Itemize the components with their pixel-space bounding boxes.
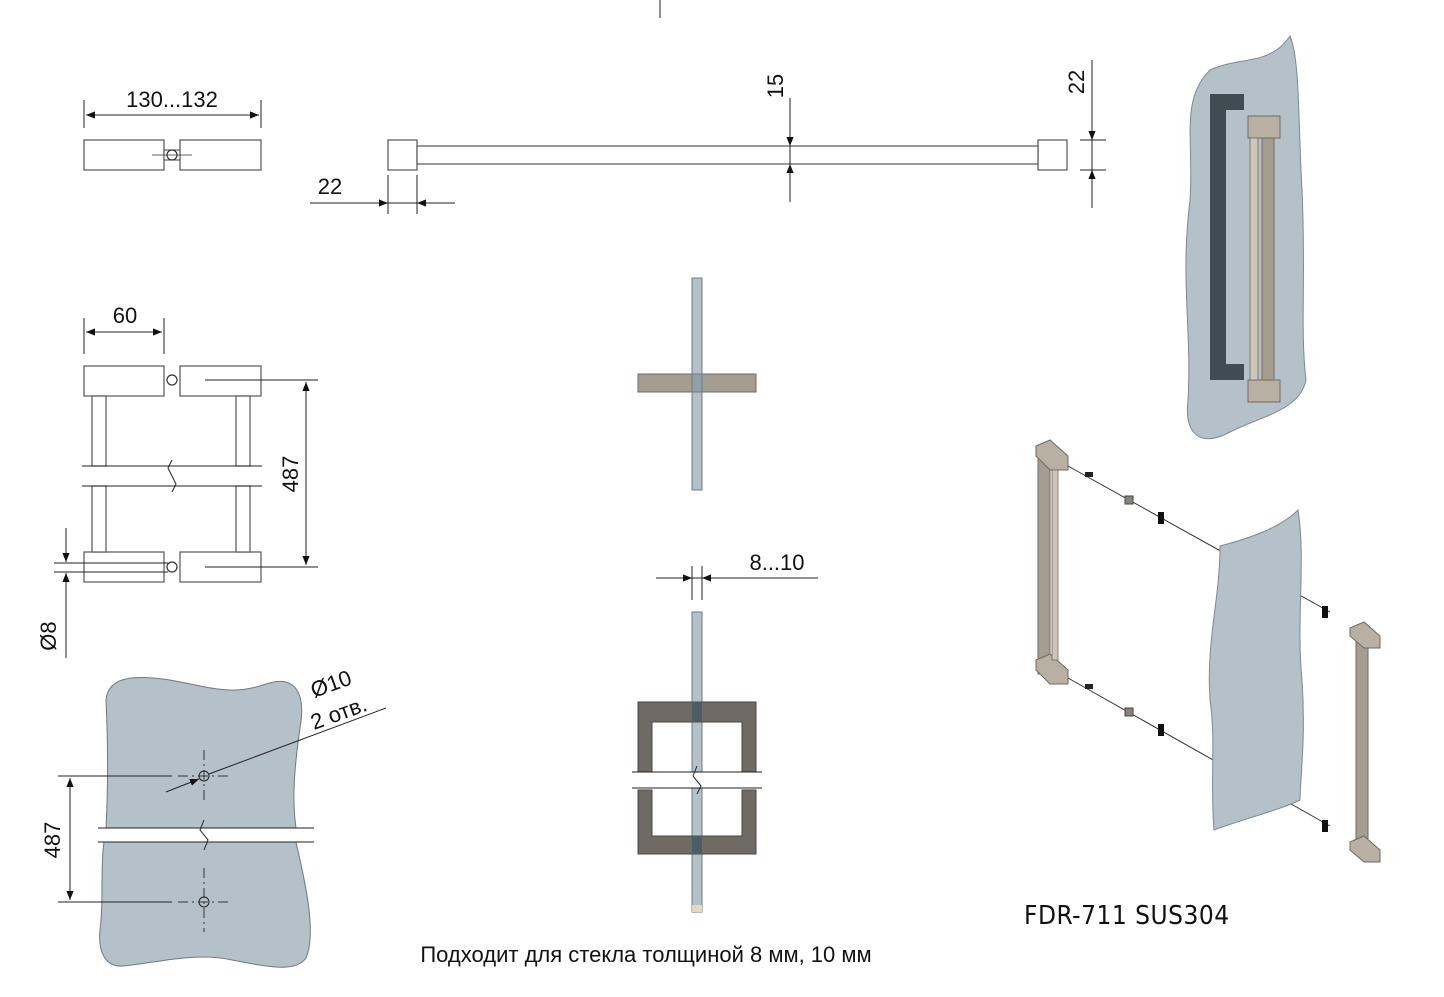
installed-section: 8...10 (632, 550, 818, 913)
end-cap-left (83, 139, 165, 171)
glass-thickness-caption: Подходит для стекла толщиной 8 мм, 10 мм (420, 942, 871, 967)
bar-end-right (1037, 139, 1068, 171)
top-view: 130...132 (83, 87, 262, 171)
end-height-label: 22 (1064, 70, 1089, 94)
bar-elevation: 15 22 22 (310, 60, 1106, 214)
render-exploded (1035, 439, 1381, 863)
hole-upper (198, 770, 210, 782)
glass-panel-lower (99, 841, 311, 968)
depth-label: 60 (113, 303, 137, 328)
hole-spacing-label: 487 (40, 822, 65, 859)
cross-section (637, 277, 757, 491)
handle-section-lower (637, 789, 757, 855)
pin-diameter-label: Ø8 (36, 621, 61, 650)
render-assembled (1185, 34, 1307, 440)
hole-lower (198, 896, 210, 908)
model-name: FDR-711 SUS304 (1024, 901, 1230, 931)
bar-end-left (387, 139, 418, 171)
exploded-glass (1208, 508, 1304, 831)
glass-drilling-view: 487 Ø10 2 отв. (40, 665, 387, 968)
center-distance-label: 487 (278, 456, 303, 493)
render-glass (1185, 34, 1307, 440)
width-dimension-label: 130...132 (126, 87, 218, 112)
bar-tube (416, 145, 1039, 165)
glass-thickness-label: 8...10 (749, 550, 804, 575)
end-width-label: 22 (318, 174, 342, 199)
side-view: 60 487 Ø8 (36, 303, 318, 658)
bar-height-label: 15 (763, 74, 788, 98)
end-cap-right (179, 139, 262, 171)
